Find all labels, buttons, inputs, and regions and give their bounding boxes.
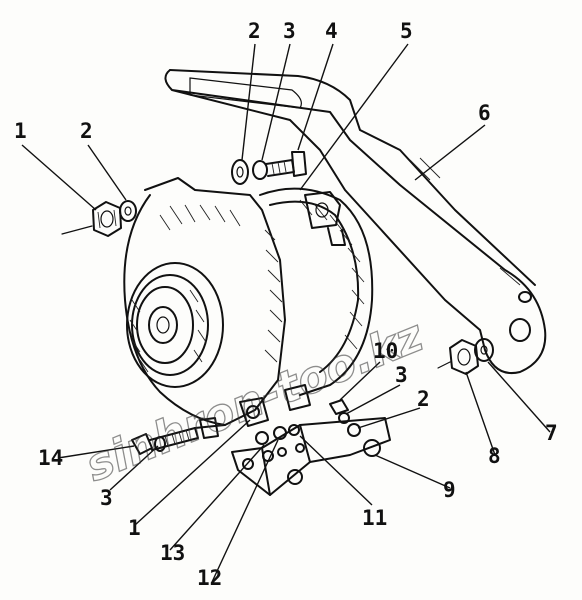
callout-c3-top: 3 — [283, 19, 296, 43]
pulley-outer — [126, 262, 224, 388]
left-washer-2 — [119, 200, 137, 222]
bracket-nut-13 — [255, 431, 269, 445]
callout-c7: 7 — [545, 421, 558, 445]
callout-c6: 6 — [478, 101, 491, 125]
left-nut-1 — [92, 201, 122, 237]
mounting-bracket — [231, 399, 391, 496]
callout-c2-top: 2 — [248, 19, 261, 43]
callout-c12: 12 — [197, 566, 222, 590]
callout-c5-top: 5 — [400, 19, 413, 43]
callout-c14: 14 — [38, 446, 63, 470]
callout-c1-left: 1 — [14, 119, 27, 143]
leader-lines — [21, 43, 551, 583]
top-washer-2 — [231, 159, 249, 185]
washer-2-right — [347, 423, 361, 437]
nut-10 — [329, 399, 349, 415]
callout-c13: 13 — [160, 541, 185, 565]
top-washer-3 — [252, 160, 268, 180]
right-washer-7 — [474, 338, 494, 362]
top-bolt-assembly — [231, 151, 307, 185]
bolt-14-head — [131, 433, 153, 455]
callout-c2-right: 2 — [417, 387, 430, 411]
callout-c1-bottom: 1 — [128, 516, 141, 540]
bracket-9 — [231, 417, 391, 496]
top-bolt-4 — [265, 159, 295, 177]
right-nut-8 — [449, 339, 479, 375]
generator — [123, 177, 374, 439]
callout-c4-top: 4 — [325, 19, 338, 43]
right-nut-washer — [437, 338, 494, 375]
pulley-hub — [148, 306, 178, 344]
callout-c3-right: 3 — [395, 363, 408, 387]
callout-c8: 8 — [488, 444, 501, 468]
left-nut-washer — [61, 200, 137, 237]
callout-c3-bottom: 3 — [100, 486, 113, 510]
callout-c9: 9 — [443, 478, 456, 502]
lower-washer-3 — [154, 436, 166, 452]
lower-bolt-assembly — [131, 427, 199, 455]
callout-c2-left: 2 — [80, 119, 93, 143]
callout-c11: 11 — [362, 506, 387, 530]
callout-c10: 10 — [373, 339, 398, 363]
washer-3-right — [338, 412, 350, 424]
